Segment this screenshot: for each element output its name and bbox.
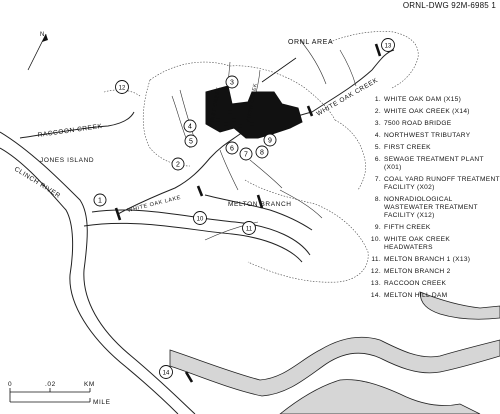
legend-text: FIRST CREEK xyxy=(384,144,431,151)
north-arrow-icon: N xyxy=(27,32,48,71)
legend-number: 4. xyxy=(374,132,381,139)
legend-number: 10. xyxy=(370,236,381,243)
svg-text:14: 14 xyxy=(163,371,170,377)
legend-item: 4.NORTHWEST TRIBUTARY xyxy=(370,132,500,140)
ornl-area-label: ORNL AREA xyxy=(288,39,333,46)
legend-item: 3.7500 ROAD BRIDGE xyxy=(370,120,500,128)
scale-mile: MILE xyxy=(93,399,111,406)
svg-text:5: 5 xyxy=(189,139,193,146)
svg-text:11: 11 xyxy=(246,227,253,233)
white-oak-creek-line xyxy=(117,49,395,215)
drawing-id: ORNL-DWG 92M-6985 1 xyxy=(402,1,496,10)
legend-item: 14.MELTON HILL DAM xyxy=(370,292,500,300)
melton-branch-line xyxy=(204,194,313,231)
marker-14: 14 xyxy=(159,365,173,379)
legend-text: MELTON HILL DAM xyxy=(384,292,448,299)
legend-text: NONRADIOLOGICAL WASTEWATER TREATMENT FAC… xyxy=(384,196,478,219)
jones-island-label: JONES ISLAND xyxy=(40,157,94,164)
legend-number: 2. xyxy=(374,108,381,115)
legend-text: SEWAGE TREATMENT PLANT (X01) xyxy=(384,156,484,171)
north-label: N xyxy=(40,32,45,38)
marker-13: 13 xyxy=(381,38,395,52)
marker-1: 1 xyxy=(93,193,107,207)
legend-number: 7. xyxy=(374,176,381,183)
svg-text:8: 8 xyxy=(260,150,264,157)
marker-9: 9 xyxy=(263,133,277,147)
legend-number: 6. xyxy=(374,156,381,163)
reservoir-lower-shore xyxy=(279,379,481,414)
svg-text:7: 7 xyxy=(244,152,248,159)
legend-number: 11. xyxy=(371,256,381,263)
legend-number: 5. xyxy=(374,144,381,151)
map-legend: 1.WHITE OAK DAM (X15)2.WHITE OAK CREEK (… xyxy=(370,96,500,304)
svg-text:3: 3 xyxy=(230,80,234,87)
legend-item: 7.COAL YARD RUNOFF TREATMENT FACILITY (X… xyxy=(370,176,500,192)
svg-text:13: 13 xyxy=(385,44,392,50)
marker-2: 2 xyxy=(171,157,185,171)
scale-zero: 0 xyxy=(8,381,12,388)
legend-text: WHITE OAK CREEK HEADWATERS xyxy=(384,236,451,251)
clinch-river xyxy=(0,131,196,414)
legend-item: 11.MELTON BRANCH 1 (X13) xyxy=(370,256,500,264)
legend-item: 13.RACCOON CREEK xyxy=(370,280,500,288)
watershed-boundaries xyxy=(103,31,419,283)
melton-branch-label: MELTON BRANCH xyxy=(228,201,292,208)
legend-text: COAL YARD RUNOFF TREATMENT FACILITY (X02… xyxy=(384,176,500,191)
raccoon-creek-line xyxy=(19,111,135,139)
dam-markers xyxy=(114,43,382,383)
marker-11: 11 xyxy=(242,221,256,235)
legend-text: NORTHWEST TRIBUTARY xyxy=(384,132,471,139)
clinch-river-label: CLINCH RIVER xyxy=(13,166,62,200)
legend-number: 14. xyxy=(370,292,381,299)
reservoir-right-band xyxy=(419,291,500,320)
sampling-points xyxy=(216,110,254,128)
legend-item: 9.FIFTH CREEK xyxy=(370,224,500,232)
svg-text:6: 6 xyxy=(230,146,234,153)
legend-item: 5.FIRST CREEK xyxy=(370,144,500,152)
white-oak-lake-label: WHITE OAK LAKE xyxy=(127,195,182,214)
legend-text: WHITE OAK DAM (X15) xyxy=(384,96,462,103)
legend-text: WHITE OAK CREEK (X14) xyxy=(384,108,470,115)
legend-text: FIFTH CREEK xyxy=(384,224,431,231)
legend-item: 6.SEWAGE TREATMENT PLANT (X01) xyxy=(370,156,500,172)
legend-item: 10.WHITE OAK CREEK HEADWATERS xyxy=(370,236,500,252)
marker-4: 4 xyxy=(183,119,197,133)
legend-text: MELTON BRANCH 2 xyxy=(384,268,451,275)
svg-text:2: 2 xyxy=(176,162,180,169)
scale-km: KM xyxy=(84,381,95,388)
svg-text:1: 1 xyxy=(98,198,102,205)
marker-3: 3 xyxy=(225,75,239,89)
marker-5: 5 xyxy=(184,134,198,148)
legend-text: RACCOON CREEK xyxy=(384,280,447,287)
legend-number: 12. xyxy=(370,268,381,275)
legend-number: 1. xyxy=(374,96,381,103)
location-markers: 1 2 3 4 5 6 7 8 9 10 11 12 13 14 xyxy=(93,38,395,379)
legend-number: 8. xyxy=(374,196,381,203)
marker-6: 6 xyxy=(225,141,239,155)
svg-text:9: 9 xyxy=(268,138,272,145)
svg-text:4: 4 xyxy=(188,124,192,131)
svg-text:12: 12 xyxy=(119,86,126,92)
ornl-area-pointer xyxy=(261,57,297,83)
legend-number: 3. xyxy=(374,120,381,127)
melton-hill-reservoir xyxy=(169,336,500,397)
raccoon-creek-label: RACCOON CREEK xyxy=(37,123,103,139)
ornl-area xyxy=(205,85,303,139)
legend-item: 2.WHITE OAK CREEK (X14) xyxy=(370,108,500,116)
legend-number: 9. xyxy=(374,224,381,231)
scale-bar: 0 .02 KM MILE xyxy=(8,381,111,406)
legend-number: 13. xyxy=(370,280,381,287)
marker-10: 10 xyxy=(193,211,207,225)
legend-item: 8.NONRADIOLOGICAL WASTEWATER TREATMENT F… xyxy=(370,196,500,220)
marker-8: 8 xyxy=(255,145,269,159)
legend-item: 12.MELTON BRANCH 2 xyxy=(370,268,500,276)
legend-item: 1.WHITE OAK DAM (X15) xyxy=(370,96,500,104)
svg-text:10: 10 xyxy=(197,217,204,223)
marker-12: 12 xyxy=(115,80,129,94)
legend-text: MELTON BRANCH 1 (X13) xyxy=(384,256,471,263)
marker-7: 7 xyxy=(239,147,253,161)
legend-text: 7500 ROAD BRIDGE xyxy=(384,120,452,127)
scale-mid: .02 xyxy=(45,381,56,388)
